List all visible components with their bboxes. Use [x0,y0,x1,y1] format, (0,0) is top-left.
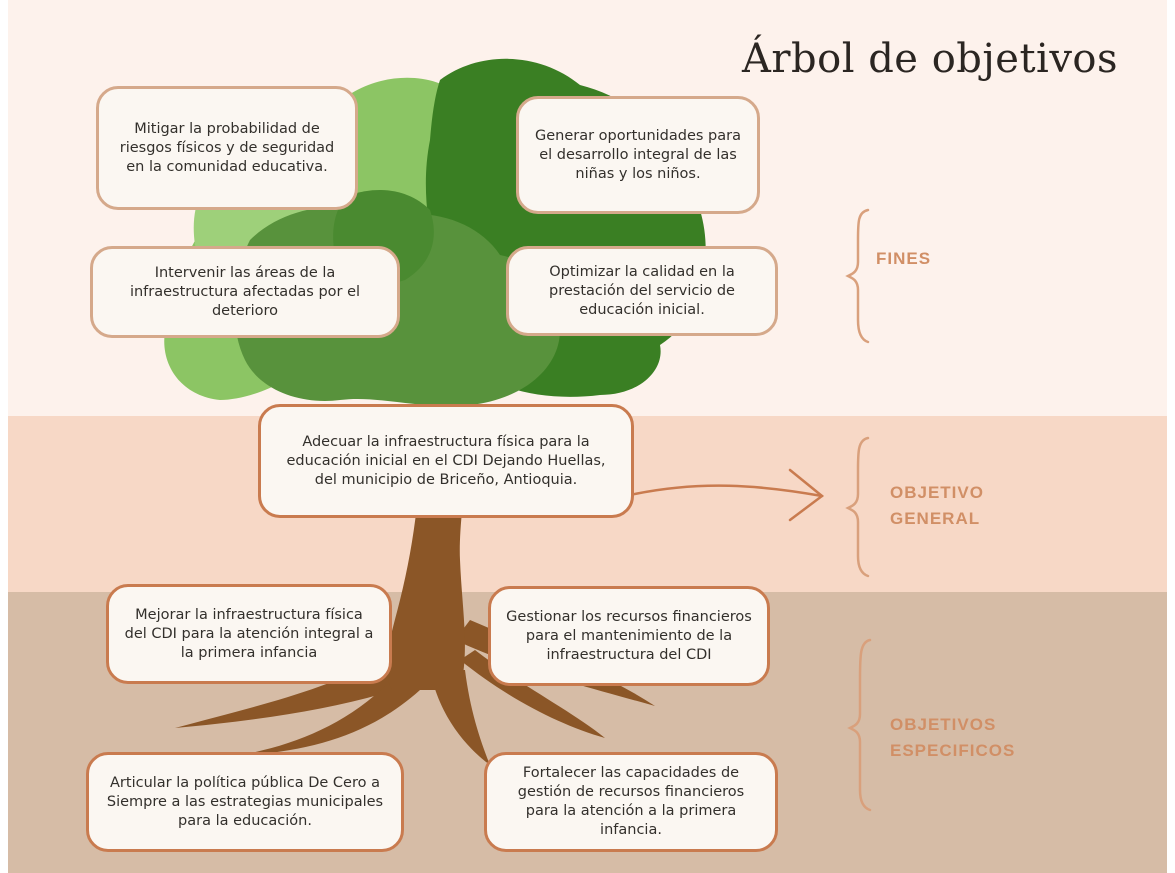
fines-label: FINES [876,246,931,272]
fines-box-1: Mitigar la probabilidad de riesgos físic… [96,86,358,210]
specific-label-line1: OBJETIVOS [890,715,997,734]
diagram-title: Árbol de objetivos [742,36,1119,82]
specific-objective-box-4: Fortalecer las capacidades de gestión de… [484,752,778,852]
specific-objective-box-1: Mejorar la infraestructura física del CD… [106,584,392,684]
side-braces [845,208,872,812]
specific-objectives-label: OBJETIVOS ESPECIFICOS [890,712,1015,764]
general-label-line2: GENERAL [890,509,981,528]
specific-objective-box-2: Gestionar los recursos financieros para … [488,586,770,686]
fines-box-4: Optimizar la calidad en la prestación de… [506,246,778,336]
arrow-shaft [628,484,824,498]
root-left [175,650,400,728]
specific-label-line2: ESPECIFICOS [890,741,1016,760]
general-objective-label: OBJETIVO GENERAL [890,480,984,532]
fines-box-3: Intervenir las áreas de la infraestructu… [90,246,400,338]
general-objective-box: Adecuar la infraestructura física para l… [258,404,634,518]
general-label-line1: OBJETIVO [890,483,984,502]
brace-fines [845,208,870,344]
root-left-low [235,660,420,756]
specific-objective-box-3: Articular la política pública De Cero a … [86,752,404,852]
brace-general [845,436,870,578]
general-objective-arrow [628,468,825,522]
brace-especificos [847,638,872,812]
fines-box-2: Generar oportunidades para el desarrollo… [516,96,760,214]
root-center [430,670,490,765]
fines-label-text: FINES [876,249,932,268]
arrow-head [788,468,825,522]
